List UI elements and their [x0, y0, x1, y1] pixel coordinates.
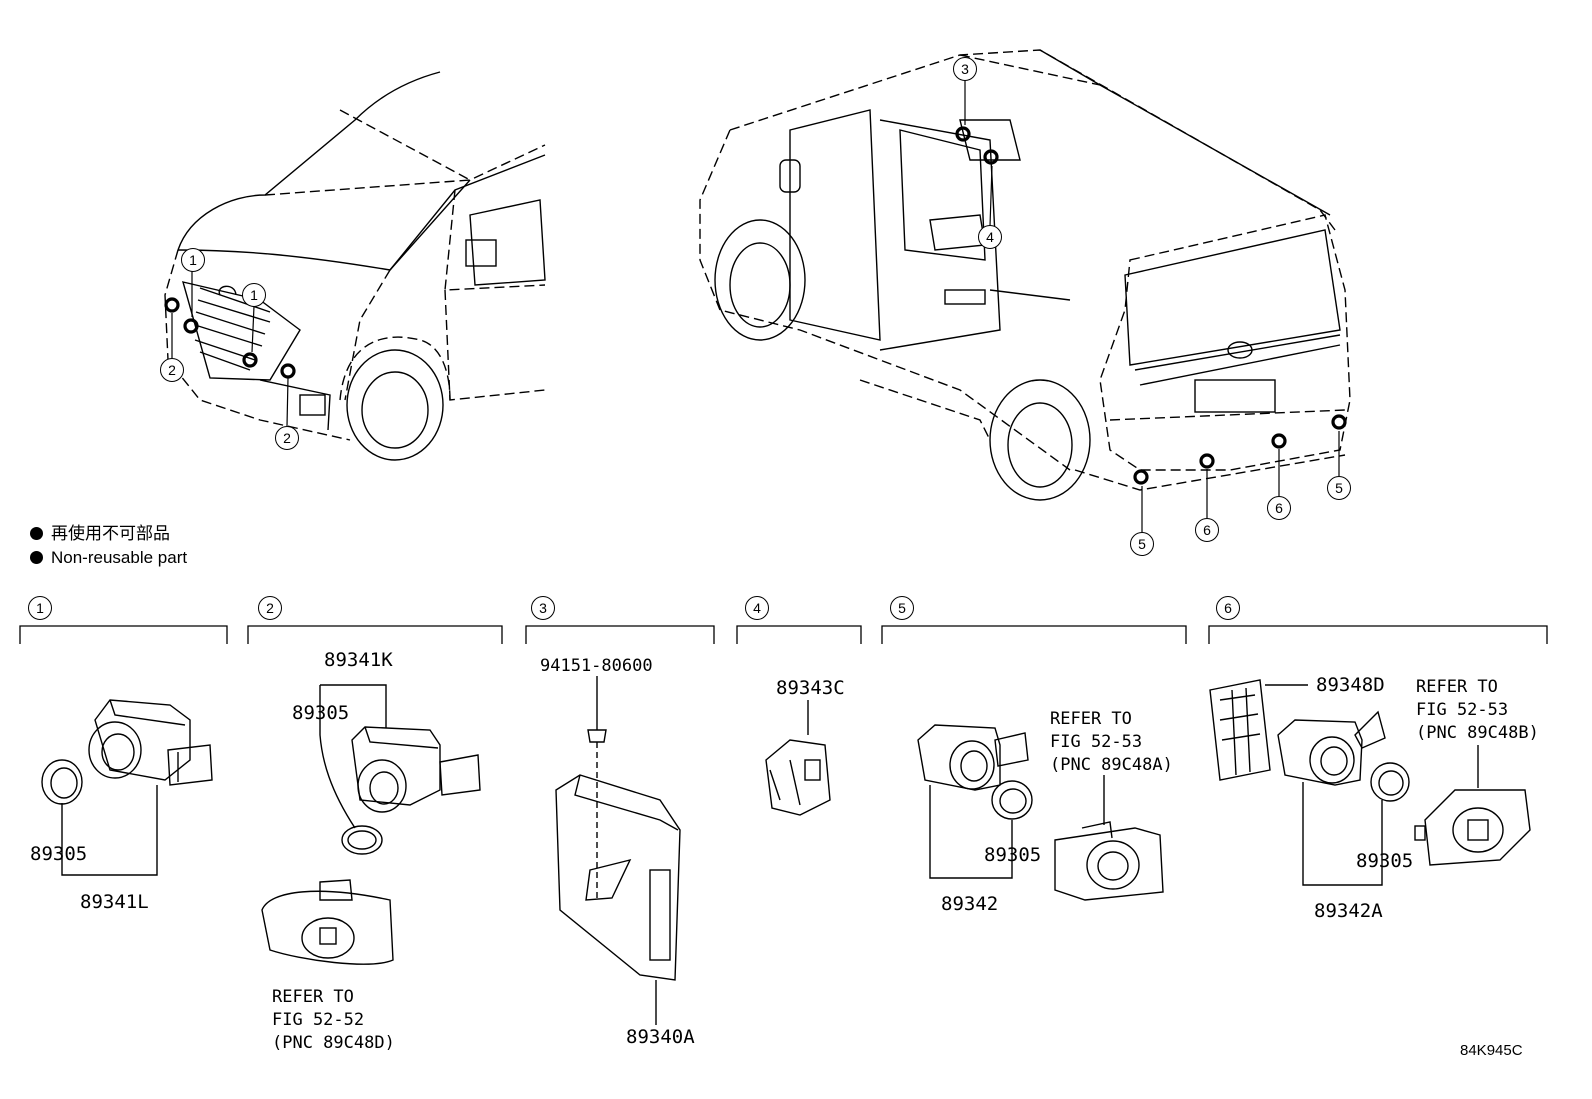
callout-leaders: [171, 80, 1340, 532]
part-89342-drawing: [917, 724, 1164, 901]
rear-vehicle-illustration: [699, 49, 1351, 501]
refer-to-fig-52-53-b: REFER TO FIG 52-53 (PNC 89C48B): [1416, 677, 1539, 743]
non-reusable-dot-icon: [30, 551, 43, 564]
refer-to-fig-52-52: REFER TO FIG 52-52 (PNC 89C48D): [272, 987, 395, 1053]
part-label-89343C: 89343C: [776, 677, 845, 699]
front-vehicle-illustration: [164, 71, 546, 461]
part-label-89348D: 89348D: [1316, 674, 1385, 696]
section-5-number: 5: [890, 596, 914, 620]
figure-code: 84K945C: [1460, 1042, 1523, 1059]
legend-english: Non-reusable part: [51, 548, 188, 567]
part-label-89305-s5: 89305: [984, 844, 1042, 866]
part-89341K-drawing: [261, 684, 481, 965]
part-89341L-drawing: [41, 699, 213, 876]
callout-1-a: 1: [181, 248, 205, 272]
legend: 再使用不可部品 Non-reusable part: [30, 522, 187, 570]
section-3-number: 3: [531, 596, 555, 620]
section-brackets: [19, 625, 1548, 644]
callout-2-b: 2: [275, 426, 299, 450]
legend-english-row: Non-reusable part: [30, 546, 187, 570]
part-label-89342: 89342: [941, 893, 999, 915]
section-6-number: 6: [1216, 596, 1240, 620]
callout-6-a: 6: [1195, 518, 1219, 542]
callout-5-a: 5: [1130, 532, 1154, 556]
part-label-94151-80600: 94151-80600: [540, 656, 653, 676]
callout-2-a: 2: [160, 358, 184, 382]
non-reusable-dot-icon: [30, 527, 43, 540]
section-2-number: 2: [258, 596, 282, 620]
part-label-89342A: 89342A: [1314, 900, 1383, 922]
legend-japanese-row: 再使用不可部品: [30, 522, 187, 546]
part-label-89305-s6: 89305: [1356, 850, 1414, 872]
part-label-89340A: 89340A: [626, 1026, 695, 1048]
part-label-89305-s2: 89305: [292, 702, 350, 724]
part-89342A-drawing: [1209, 679, 1531, 886]
part-label-89341K: 89341K: [324, 649, 393, 671]
callout-5-b: 5: [1327, 476, 1351, 500]
section-4-number: 4: [745, 596, 769, 620]
callout-3: 3: [953, 57, 977, 81]
section-1-number: 1: [28, 596, 52, 620]
callout-1-b: 1: [242, 283, 266, 307]
part-89340A-drawing: [555, 676, 681, 1025]
part-label-89341L: 89341L: [80, 891, 149, 913]
sensor-location-marks: [164, 126, 1347, 485]
callout-4: 4: [978, 225, 1002, 249]
part-89343C-drawing: [765, 700, 831, 816]
part-label-89305-s1: 89305: [30, 843, 88, 865]
refer-to-fig-52-53-a: REFER TO FIG 52-53 (PNC 89C48A): [1050, 709, 1173, 775]
legend-japanese: 再使用不可部品: [51, 524, 170, 543]
callout-6-b: 6: [1267, 496, 1291, 520]
